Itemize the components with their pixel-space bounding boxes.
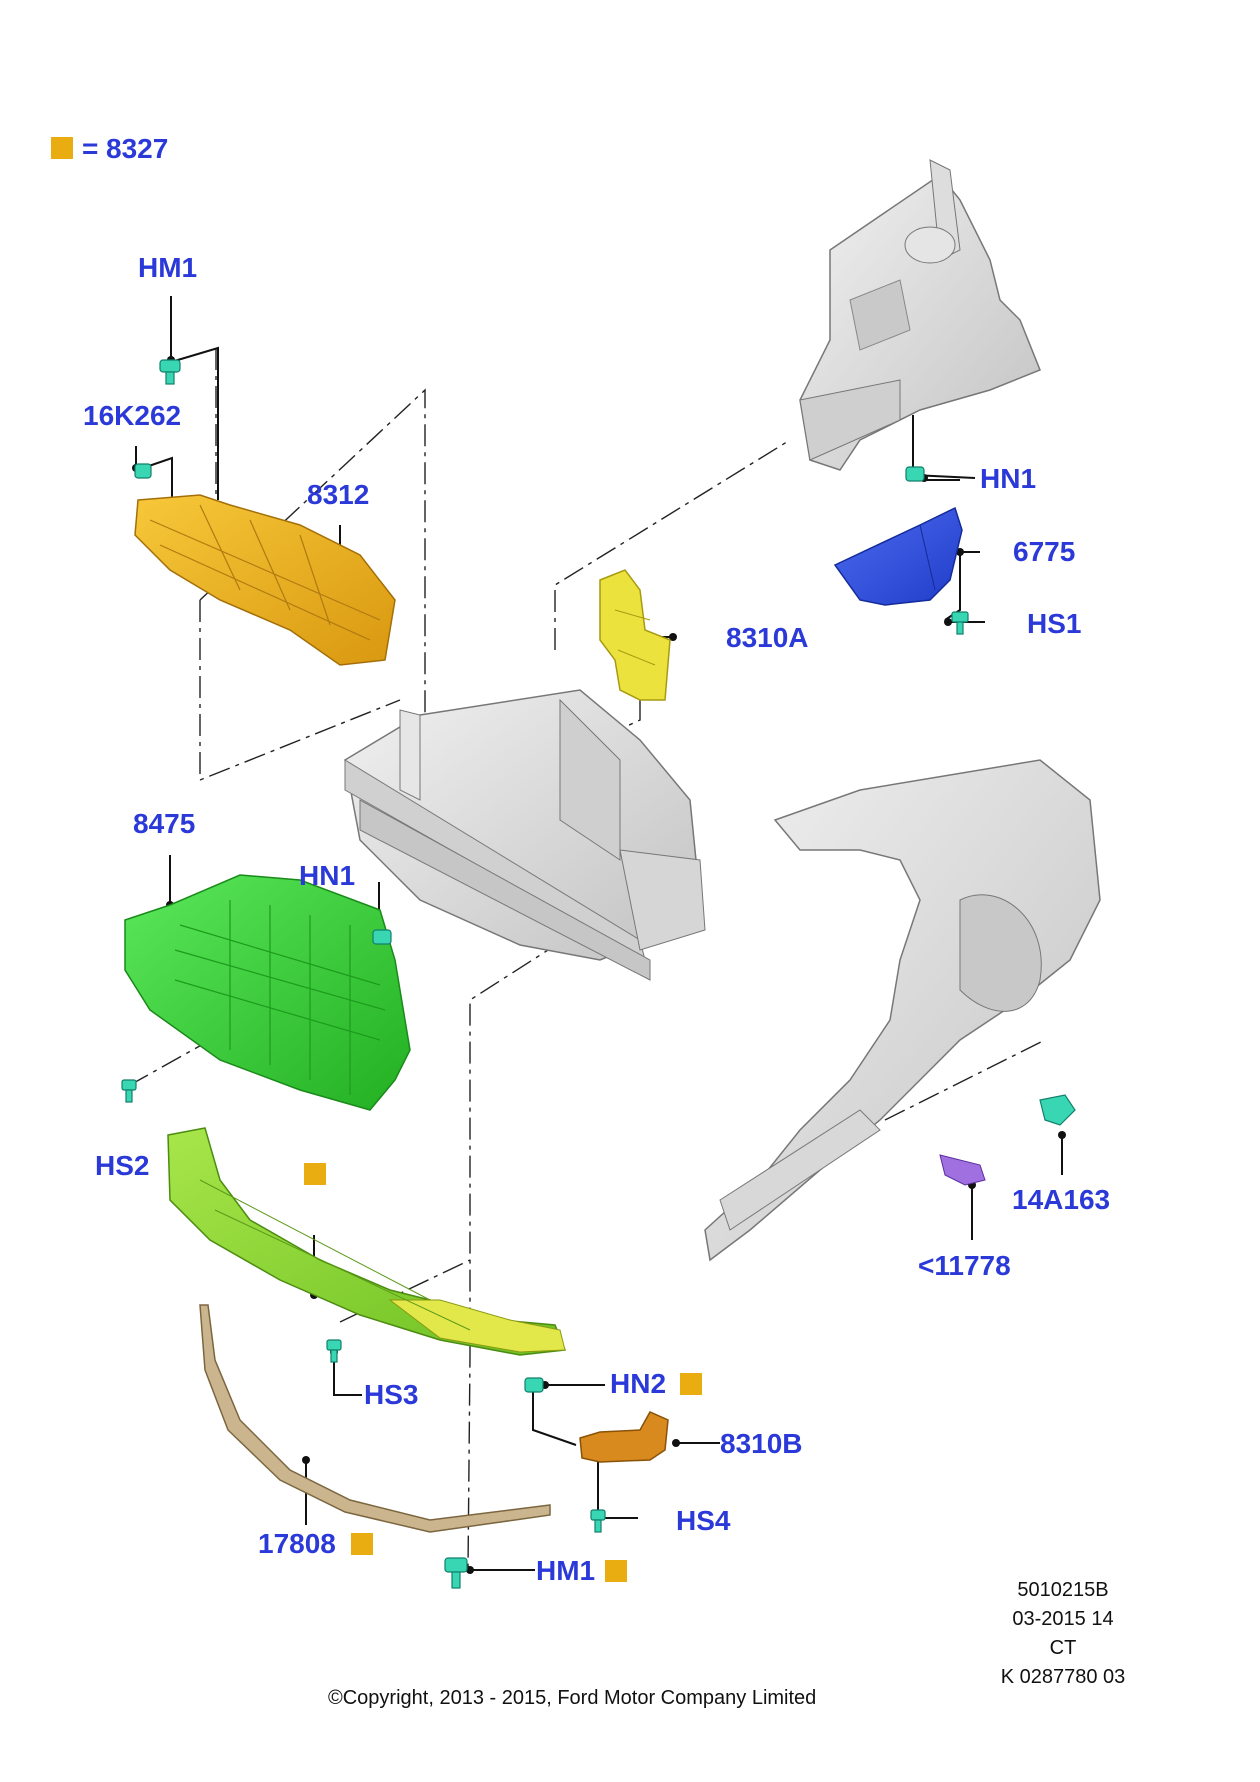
- callout-hs1[interactable]: HS1: [1027, 608, 1082, 639]
- hs2-screw: [121, 1079, 137, 1103]
- callout-8312[interactable]: 8312: [307, 479, 370, 510]
- hn2-nut: [524, 1377, 544, 1393]
- wheelhouse-structure: [704, 759, 1101, 1262]
- set-8327-marker-icon: [680, 1373, 702, 1395]
- hs3-screw: [326, 1339, 342, 1363]
- fasteners: [121, 359, 1076, 1589]
- legend-part-number[interactable]: 8327: [106, 133, 169, 164]
- callout-8310b[interactable]: 8310B: [720, 1428, 803, 1459]
- callout-hm1-bottom[interactable]: HM1: [536, 1555, 596, 1586]
- part-8310b-bracket: [579, 1411, 669, 1463]
- callout-8310a[interactable]: 8310A: [726, 622, 809, 653]
- callout-16k262[interactable]: 16K262: [83, 400, 182, 431]
- part-11778-pad: [939, 1154, 986, 1186]
- callout-11778[interactable]: <11778: [918, 1250, 1011, 1281]
- set-8327-marker-icon: [351, 1533, 373, 1555]
- part-6775-bracket: [833, 506, 963, 606]
- hm1-top-clip: [159, 359, 181, 385]
- alignment-lines: [129, 348, 1046, 1571]
- hm1-bottom-clip: [444, 1557, 468, 1589]
- part-8475-grille: [124, 874, 411, 1111]
- callout-hn2[interactable]: HN2: [610, 1368, 667, 1399]
- part-8327-deflector: [167, 1127, 567, 1356]
- callout-hs4[interactable]: HS4: [676, 1505, 731, 1536]
- callout-17808[interactable]: 17808: [258, 1528, 336, 1559]
- callout-hs3[interactable]: HS3: [364, 1379, 419, 1410]
- callout-6775[interactable]: 6775: [1013, 536, 1076, 567]
- callout-hn1-mid[interactable]: HN1: [299, 860, 356, 891]
- legend-marker-icon: [51, 137, 73, 159]
- callout-14a163[interactable]: 14A163: [1012, 1184, 1111, 1215]
- radiator-support-structure: [344, 689, 706, 981]
- set-8327-marker-icon: [304, 1163, 326, 1185]
- 14a163-clip: [1039, 1094, 1076, 1126]
- diagram-reference: K 0287780 03: [1000, 1666, 1126, 1688]
- hs1-screw: [951, 611, 969, 635]
- 16k262-clip: [134, 463, 152, 479]
- diagram-date: 03-2015 14: [1012, 1608, 1114, 1630]
- part-17808-bar: [199, 1304, 551, 1533]
- hn1-right-nut: [905, 466, 925, 482]
- callout-hm1-top[interactable]: HM1: [138, 252, 198, 283]
- hs4-screw: [590, 1509, 606, 1533]
- diagram-code: 5010215B: [1017, 1579, 1109, 1601]
- callout-hn1-right[interactable]: HN1: [980, 463, 1037, 494]
- part-8312-shield: [134, 494, 396, 666]
- part-8310a-bracket: [599, 569, 671, 701]
- set-8327-marker-icon: [605, 1560, 627, 1582]
- hn1-mid-nut: [372, 929, 392, 945]
- callout-8475[interactable]: 8475: [133, 808, 196, 839]
- callout-hs2[interactable]: HS2: [95, 1150, 150, 1181]
- diagram-region: CT: [1049, 1637, 1077, 1659]
- legend-equals: =: [82, 133, 99, 164]
- copyright-notice: ©Copyright, 2013 - 2015, Ford Motor Comp…: [328, 1687, 817, 1709]
- front-rail-structure: [799, 159, 1041, 471]
